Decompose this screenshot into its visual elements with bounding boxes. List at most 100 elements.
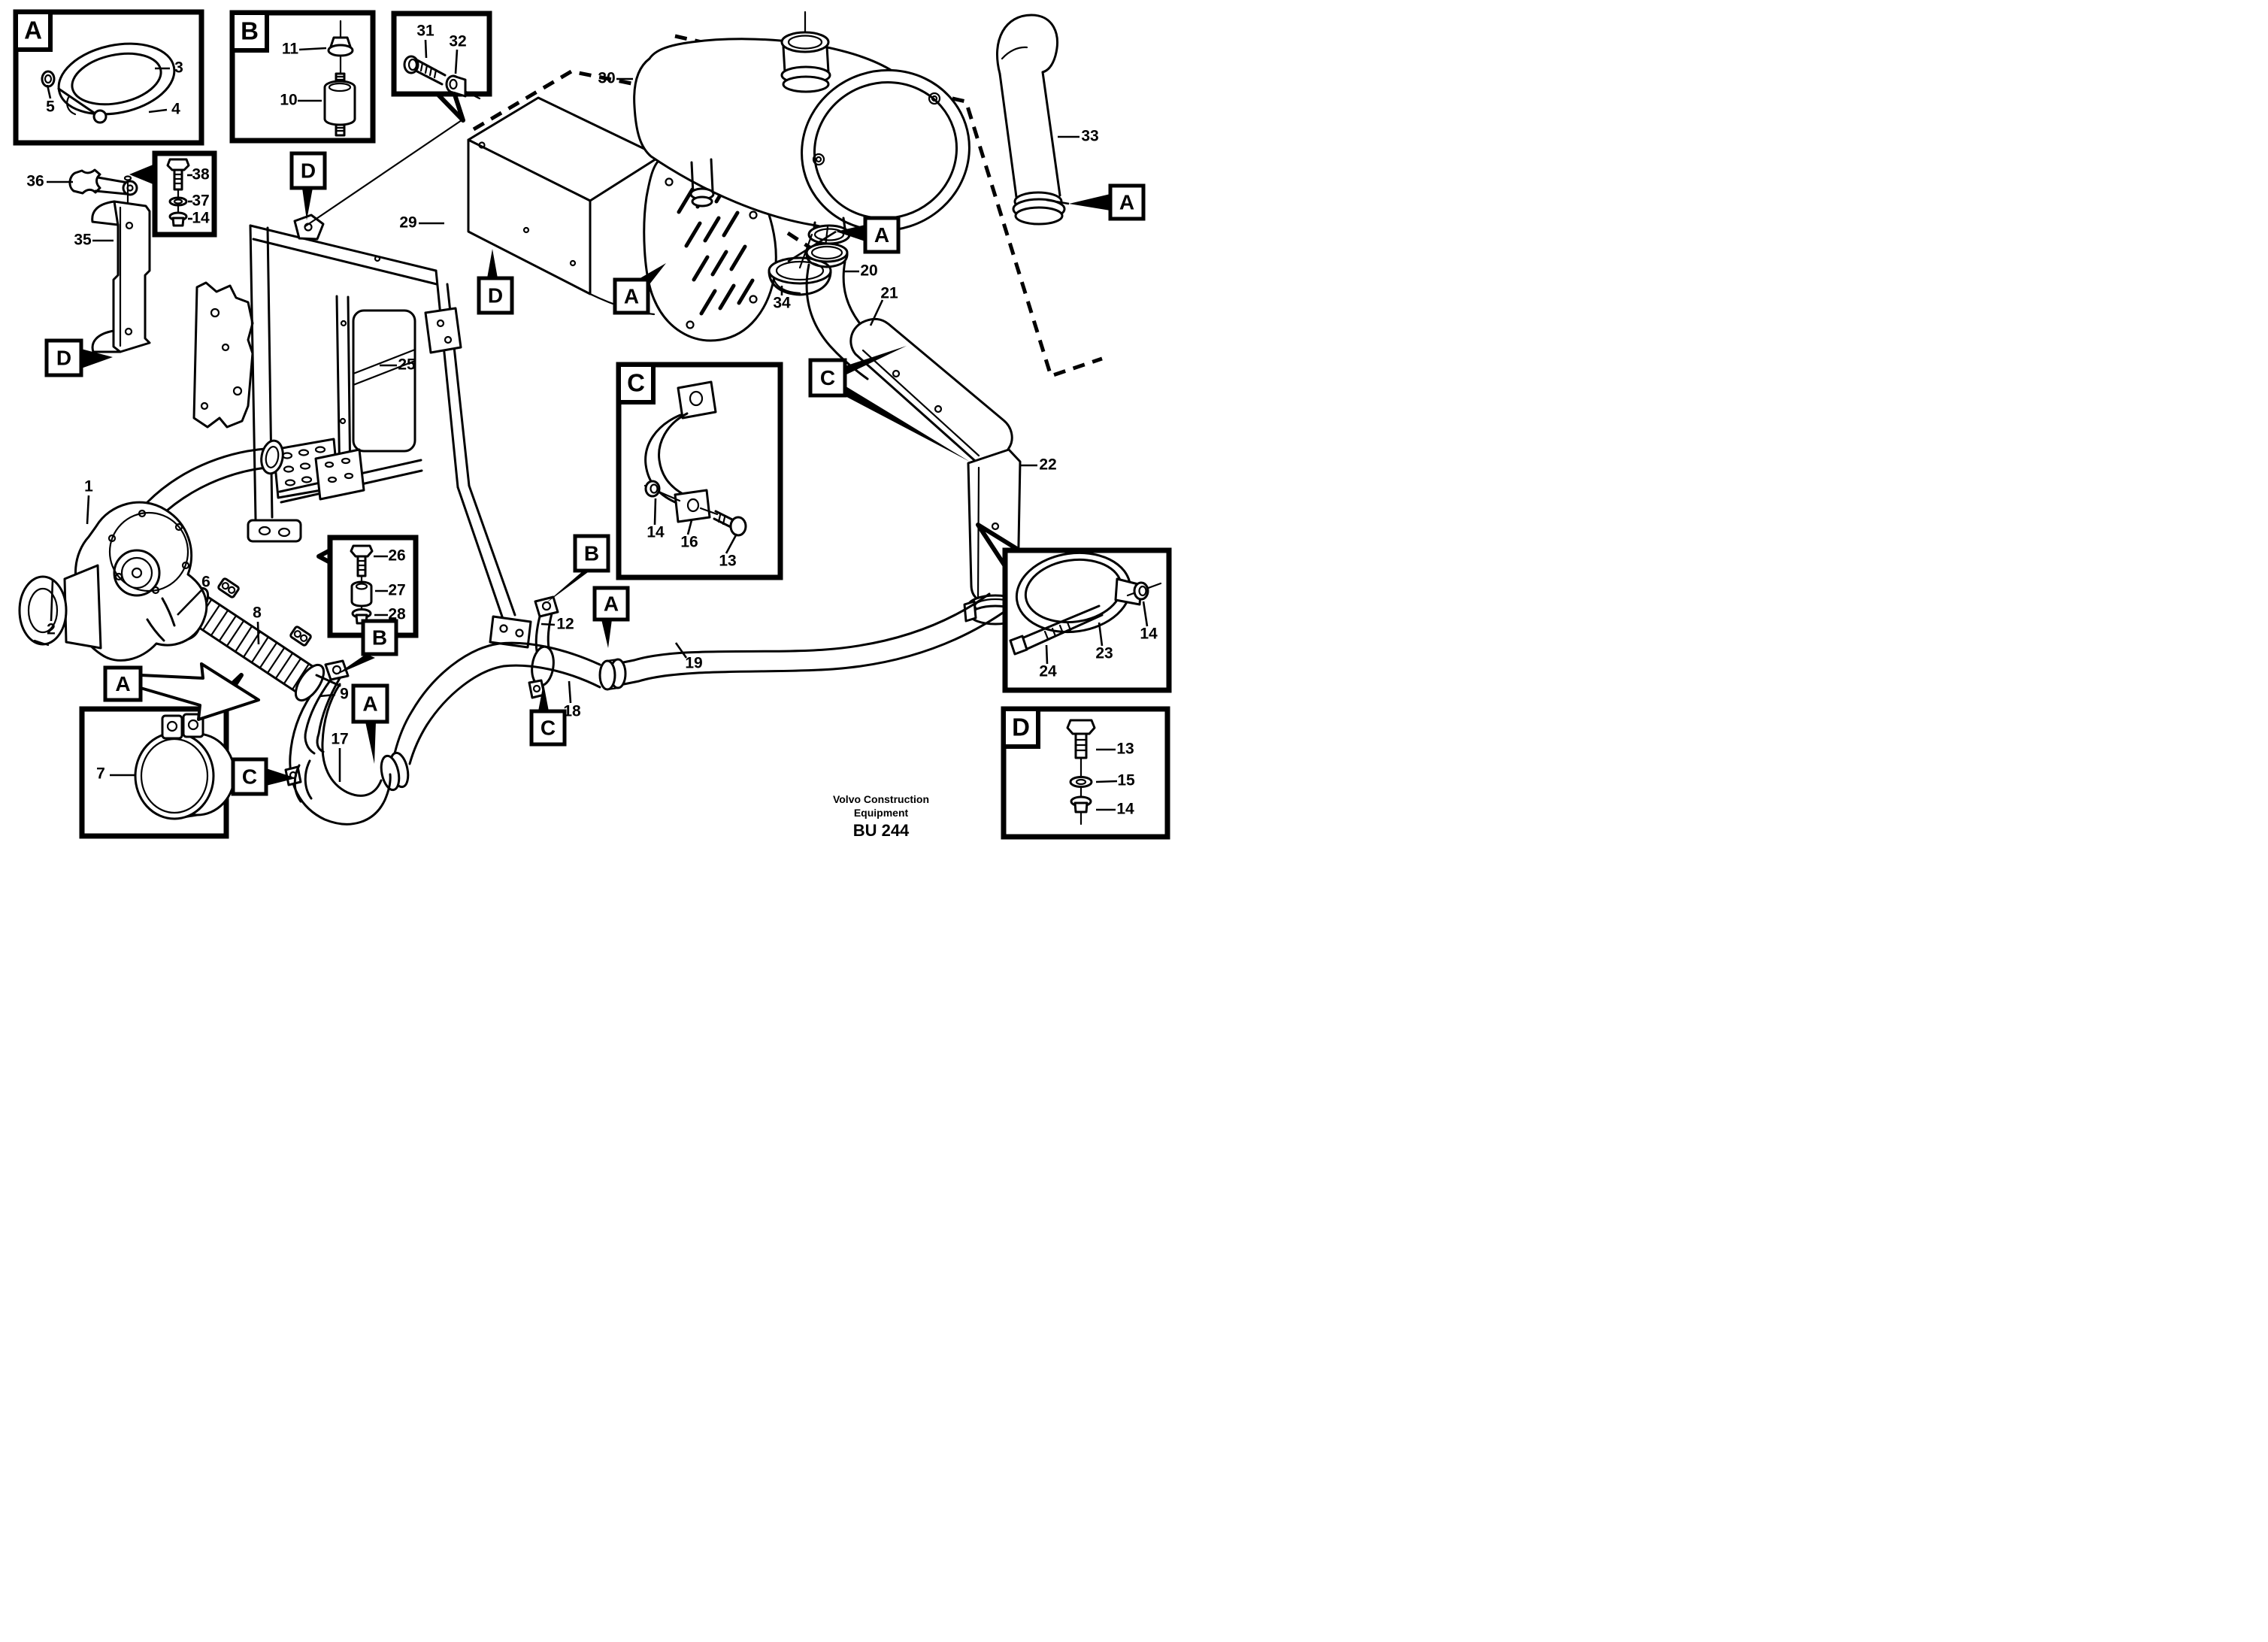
svg-text:27: 27	[388, 582, 405, 599]
callout-A-6: A	[351, 683, 389, 764]
part-label-31-24: 31	[416, 23, 435, 59]
part-label-33-15: 33	[1058, 128, 1099, 145]
inset-hw-38-37-14	[166, 158, 190, 227]
part-label-8-3: 8	[253, 604, 262, 645]
svg-text:D: D	[301, 159, 316, 182]
part-label-28-34: 28	[374, 606, 406, 623]
svg-text:19: 19	[685, 655, 702, 672]
brand-line-2: Equipment	[854, 807, 909, 819]
svg-text:37: 37	[192, 192, 209, 210]
part-label-5-21: 5	[46, 84, 55, 116]
svg-text:4: 4	[171, 101, 180, 118]
part-label-14-28: 14	[188, 210, 210, 227]
inset-mount-10-11	[323, 20, 356, 137]
svg-text:A: A	[115, 672, 130, 695]
svg-text:25: 25	[398, 356, 416, 374]
svg-text:10: 10	[280, 92, 297, 109]
part-label-34-16: 34	[773, 286, 791, 312]
part-label-30-14: 30	[598, 70, 633, 87]
inset-letter-tab	[14, 10, 53, 52]
inset-letter: A	[24, 17, 42, 44]
callout-A-4: A	[787, 216, 901, 263]
part-label-18-7: 18	[563, 680, 581, 720]
callout-D-2: D	[477, 249, 514, 315]
inset-hw-13-15-14	[1066, 719, 1096, 826]
svg-text:21: 21	[880, 285, 898, 302]
inset-letter-tab	[616, 362, 656, 404]
inset-box-hw-26-27-28	[316, 535, 419, 638]
svg-text:16: 16	[680, 534, 698, 551]
svg-text:D: D	[488, 283, 503, 307]
diagram-canvas: A B C D	[13, 9, 1172, 840]
part-label-14-36: 14	[1140, 601, 1158, 643]
footer: Volvo Construction Equipment BU 244	[833, 793, 929, 840]
part-label-24-38: 24	[1039, 644, 1057, 680]
part-label-35-17: 35	[74, 232, 114, 249]
inset-letter: D	[1012, 713, 1030, 741]
callout-C-11: C	[231, 757, 296, 796]
svg-text:38: 38	[192, 166, 210, 183]
svg-text:26: 26	[388, 547, 405, 565]
svg-text:A: A	[624, 284, 639, 307]
part-label-3-19: 3	[155, 59, 183, 77]
part-label-2-1: 2	[47, 580, 56, 638]
svg-text:29: 29	[399, 214, 416, 232]
callout-B-9: B	[335, 619, 398, 675]
svg-text:A: A	[1119, 190, 1134, 214]
part-label-9-4: 9	[319, 686, 349, 703]
svg-text:18: 18	[563, 703, 581, 720]
bracket-12	[528, 595, 559, 699]
parts-diagram-page: A B C D	[0, 0, 1179, 853]
part-label-20-9: 20	[843, 262, 878, 280]
callout-A-7: A	[103, 662, 260, 721]
callout-A-3: A	[613, 263, 666, 315]
part-label-17-6: 17	[331, 731, 349, 782]
svg-text:A: A	[604, 592, 619, 615]
shield-21	[849, 317, 1013, 466]
inset-clamp-23-24	[1009, 551, 1162, 656]
part-label-27-33: 27	[375, 582, 406, 599]
svg-text:B: B	[584, 541, 599, 565]
part-label-37-27: 37	[188, 192, 210, 210]
svg-text:8: 8	[253, 604, 262, 622]
bracket-36	[68, 168, 138, 241]
part-label-29-13: 29	[399, 214, 444, 232]
svg-text:15: 15	[1117, 772, 1135, 789]
svg-text:33: 33	[1081, 128, 1098, 145]
svg-text:A: A	[362, 692, 377, 715]
svg-text:2: 2	[47, 621, 56, 638]
svg-text:20: 20	[860, 262, 877, 280]
part-label-13-39: 13	[1096, 741, 1134, 758]
svg-text:14: 14	[1116, 801, 1134, 818]
svg-text:5: 5	[46, 98, 55, 116]
pipe-19	[598, 592, 1012, 691]
svg-text:C: C	[541, 716, 556, 739]
svg-text:14: 14	[192, 210, 210, 227]
engine-block	[192, 281, 254, 429]
svg-text:28: 28	[388, 606, 406, 623]
outlet-elbow-2	[18, 564, 102, 650]
pipe-18	[380, 641, 601, 792]
callout-C-13: C	[529, 683, 567, 747]
callout-A-5: A	[1046, 183, 1146, 221]
svg-text:17: 17	[331, 731, 348, 748]
callout-A-8: A	[592, 586, 630, 648]
callout-B-10: B	[544, 534, 610, 604]
svg-text:B: B	[372, 626, 387, 649]
svg-text:23: 23	[1095, 645, 1113, 662]
svg-text:36: 36	[26, 173, 44, 190]
turbocharger-1	[74, 439, 284, 662]
svg-text:C: C	[242, 765, 257, 788]
part-label-1-0: 1	[84, 478, 93, 525]
svg-text:D: D	[56, 346, 71, 369]
svg-text:14: 14	[1140, 626, 1158, 643]
svg-text:12: 12	[556, 616, 574, 633]
part-label-22-11: 22	[1019, 456, 1057, 474]
part-label-12-5: 12	[541, 616, 574, 633]
svg-text:30: 30	[598, 70, 615, 87]
part-label-7-35: 7	[96, 765, 135, 783]
part-label-14-41: 14	[1096, 801, 1134, 818]
callout-D-1: D	[289, 151, 327, 220]
part-label-32-25: 32	[449, 33, 467, 74]
part-label-13-31: 13	[719, 533, 738, 570]
